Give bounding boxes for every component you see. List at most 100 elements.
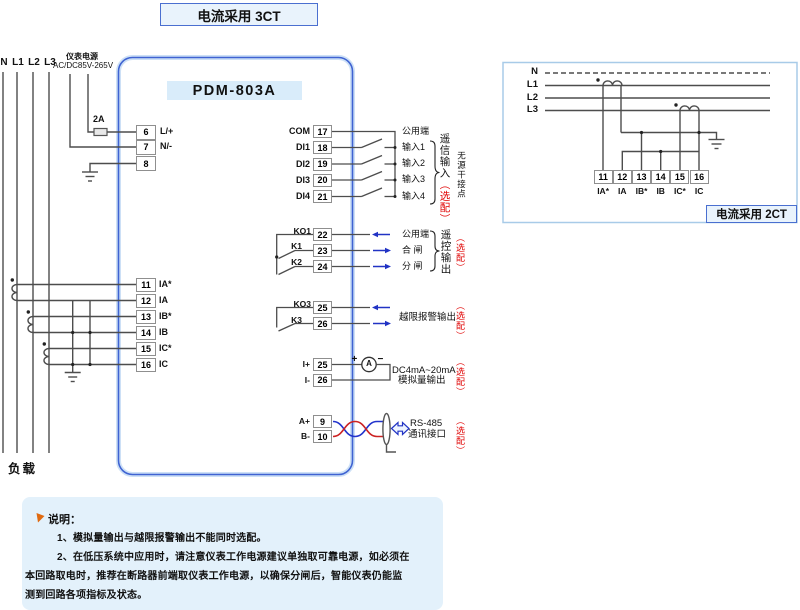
p2ct-terminal-14: 14 [651,170,671,184]
terminal-7: 7 [136,139,156,155]
di-note-label: 无源干接点 [456,151,467,199]
fuse-label: 2A [93,114,105,124]
di2-label: DI2 [295,158,310,169]
notes-line-2: 2、在低压系统中应用时，请注意仪表工作电源建议单独取可靠电源，如必须在 [57,552,410,563]
ct-coils [10,278,50,366]
polarity-dot [42,342,46,346]
power-supply-label: 仪表电源 [66,52,98,61]
ko1-desc: 公用端 [402,229,430,239]
ko1-option-label: （选配） [455,233,465,273]
shield-tail [385,444,396,453]
terminal-14-label: IB [159,327,168,337]
ko1-arrows [372,231,391,270]
di-com-label: COM [289,126,310,136]
ko1-label: KO1 [293,225,311,236]
terminal-8: 8 [136,156,156,171]
p2ct-phase-l1: L1 [526,79,538,90]
di4-desc: 输入4 [402,190,426,201]
di-group-text: 遥信输入 [438,133,451,179]
terminal-13: 13 [136,309,156,324]
ko3-label: KO3 [293,298,311,309]
ko1-group-label: 遥控输出 [439,229,452,275]
cable-shield-symbol [382,412,391,446]
di1-label: DI1 [295,142,310,152]
power-wiring [69,74,136,182]
double-arrow-icon [390,421,410,436]
di3-desc: 输入3 [402,174,426,184]
analog-desc2: 模拟量输出 [398,374,446,386]
panel-2ct [502,61,798,224]
terminal-21: 21 [313,190,332,203]
polarity-dot [10,278,14,282]
fuse-symbol [93,127,108,137]
p2ct-phase-l3: L3 [526,104,538,115]
p2ct-terminal-16: 16 [689,170,709,184]
p2ct-terminal-15: 15 [670,170,690,184]
polarity-dot [674,103,678,107]
ko3-desc: 越限报警输出 [399,311,457,323]
rs485-wire-b [332,420,383,438]
terminal-16-label: IC [159,359,168,369]
k1-desc: 合 闸 [402,245,423,255]
terminal-17: 17 [313,125,332,138]
ground-symbol-2ct [708,138,725,150]
rs485-option-label: （选配） [455,416,465,456]
plus-sign: + [351,353,358,365]
ko3-wiring [276,306,370,332]
terminal-26-ko3: 26 [313,317,332,330]
polarity-dot [26,310,30,314]
ko3-arrows [372,304,391,327]
p2ct-t13-label: IB* [635,186,648,196]
p2ct-terminal-13: 13 [631,170,652,184]
di-brace [429,140,440,205]
terminal-11: 11 [136,277,156,292]
di2-desc: 输入2 [402,158,426,168]
i-plus-label: I+ [302,359,310,369]
minus-sign: − [377,353,384,365]
terminal-25-ko3: 25 [313,301,332,314]
ammeter-symbol [361,356,377,373]
di-wiring [332,130,397,198]
di3-label: DI3 [295,174,310,185]
terminal-24: 24 [313,260,332,273]
analog-desc1: DC4mA~20mA [392,364,456,376]
k2-desc: 分 闸 [402,261,423,271]
terminal-19: 19 [313,157,332,171]
terminal-11-label: IA* [159,279,172,289]
title-2ct: 电流采用 2CT [716,209,787,221]
p2ct-t14-label: IB [656,186,665,196]
terminal-23: 23 [313,244,332,257]
p2ct-phase-n: N [531,66,538,77]
rs485-wire-a [332,420,383,438]
notes-heading: 说明： [48,514,81,526]
terminal-13-label: IB* [159,311,172,321]
terminal-26-analog: 26 [313,373,332,387]
title-3ct-box: 电流采用 3CT [160,3,318,26]
ammeter-letter: A [366,359,372,368]
notes-line-4: 测到回路各项指标及状态。 [25,590,148,601]
di1-desc: 输入1 [402,141,426,152]
terminal-18: 18 [313,141,332,154]
phase-lines [2,72,50,453]
p2ct-terminal-11: 11 [593,170,613,184]
phase-label-l2: L2 [28,57,40,68]
braces [429,140,440,272]
notes-line-3: 本回路取电时，推荐在断路器前端取仪表工作电源，以确保分闸后，智能仪表仍能监 [25,571,403,582]
analog-option-label: （选配） [455,357,465,397]
k1-label: K1 [291,241,302,251]
terminal-25-analog: 25 [313,358,332,371]
terminal-10: 10 [313,430,332,443]
k2-label: K2 [291,257,302,267]
ko3-option-label: （选配） [455,301,465,341]
ko1-brace [429,230,440,272]
terminal-12: 12 [136,293,156,308]
di-com-desc: 公用端 [402,126,430,136]
terminal-9: 9 [313,415,332,428]
di4-label: DI4 [295,191,310,201]
p2ct-terminal-12: 12 [612,170,632,184]
terminal-22: 22 [313,228,332,241]
notes-line-1: 1、模拟量输出与越限报警输出不能同时选配。 [57,533,267,544]
terminal-14: 14 [136,325,156,340]
